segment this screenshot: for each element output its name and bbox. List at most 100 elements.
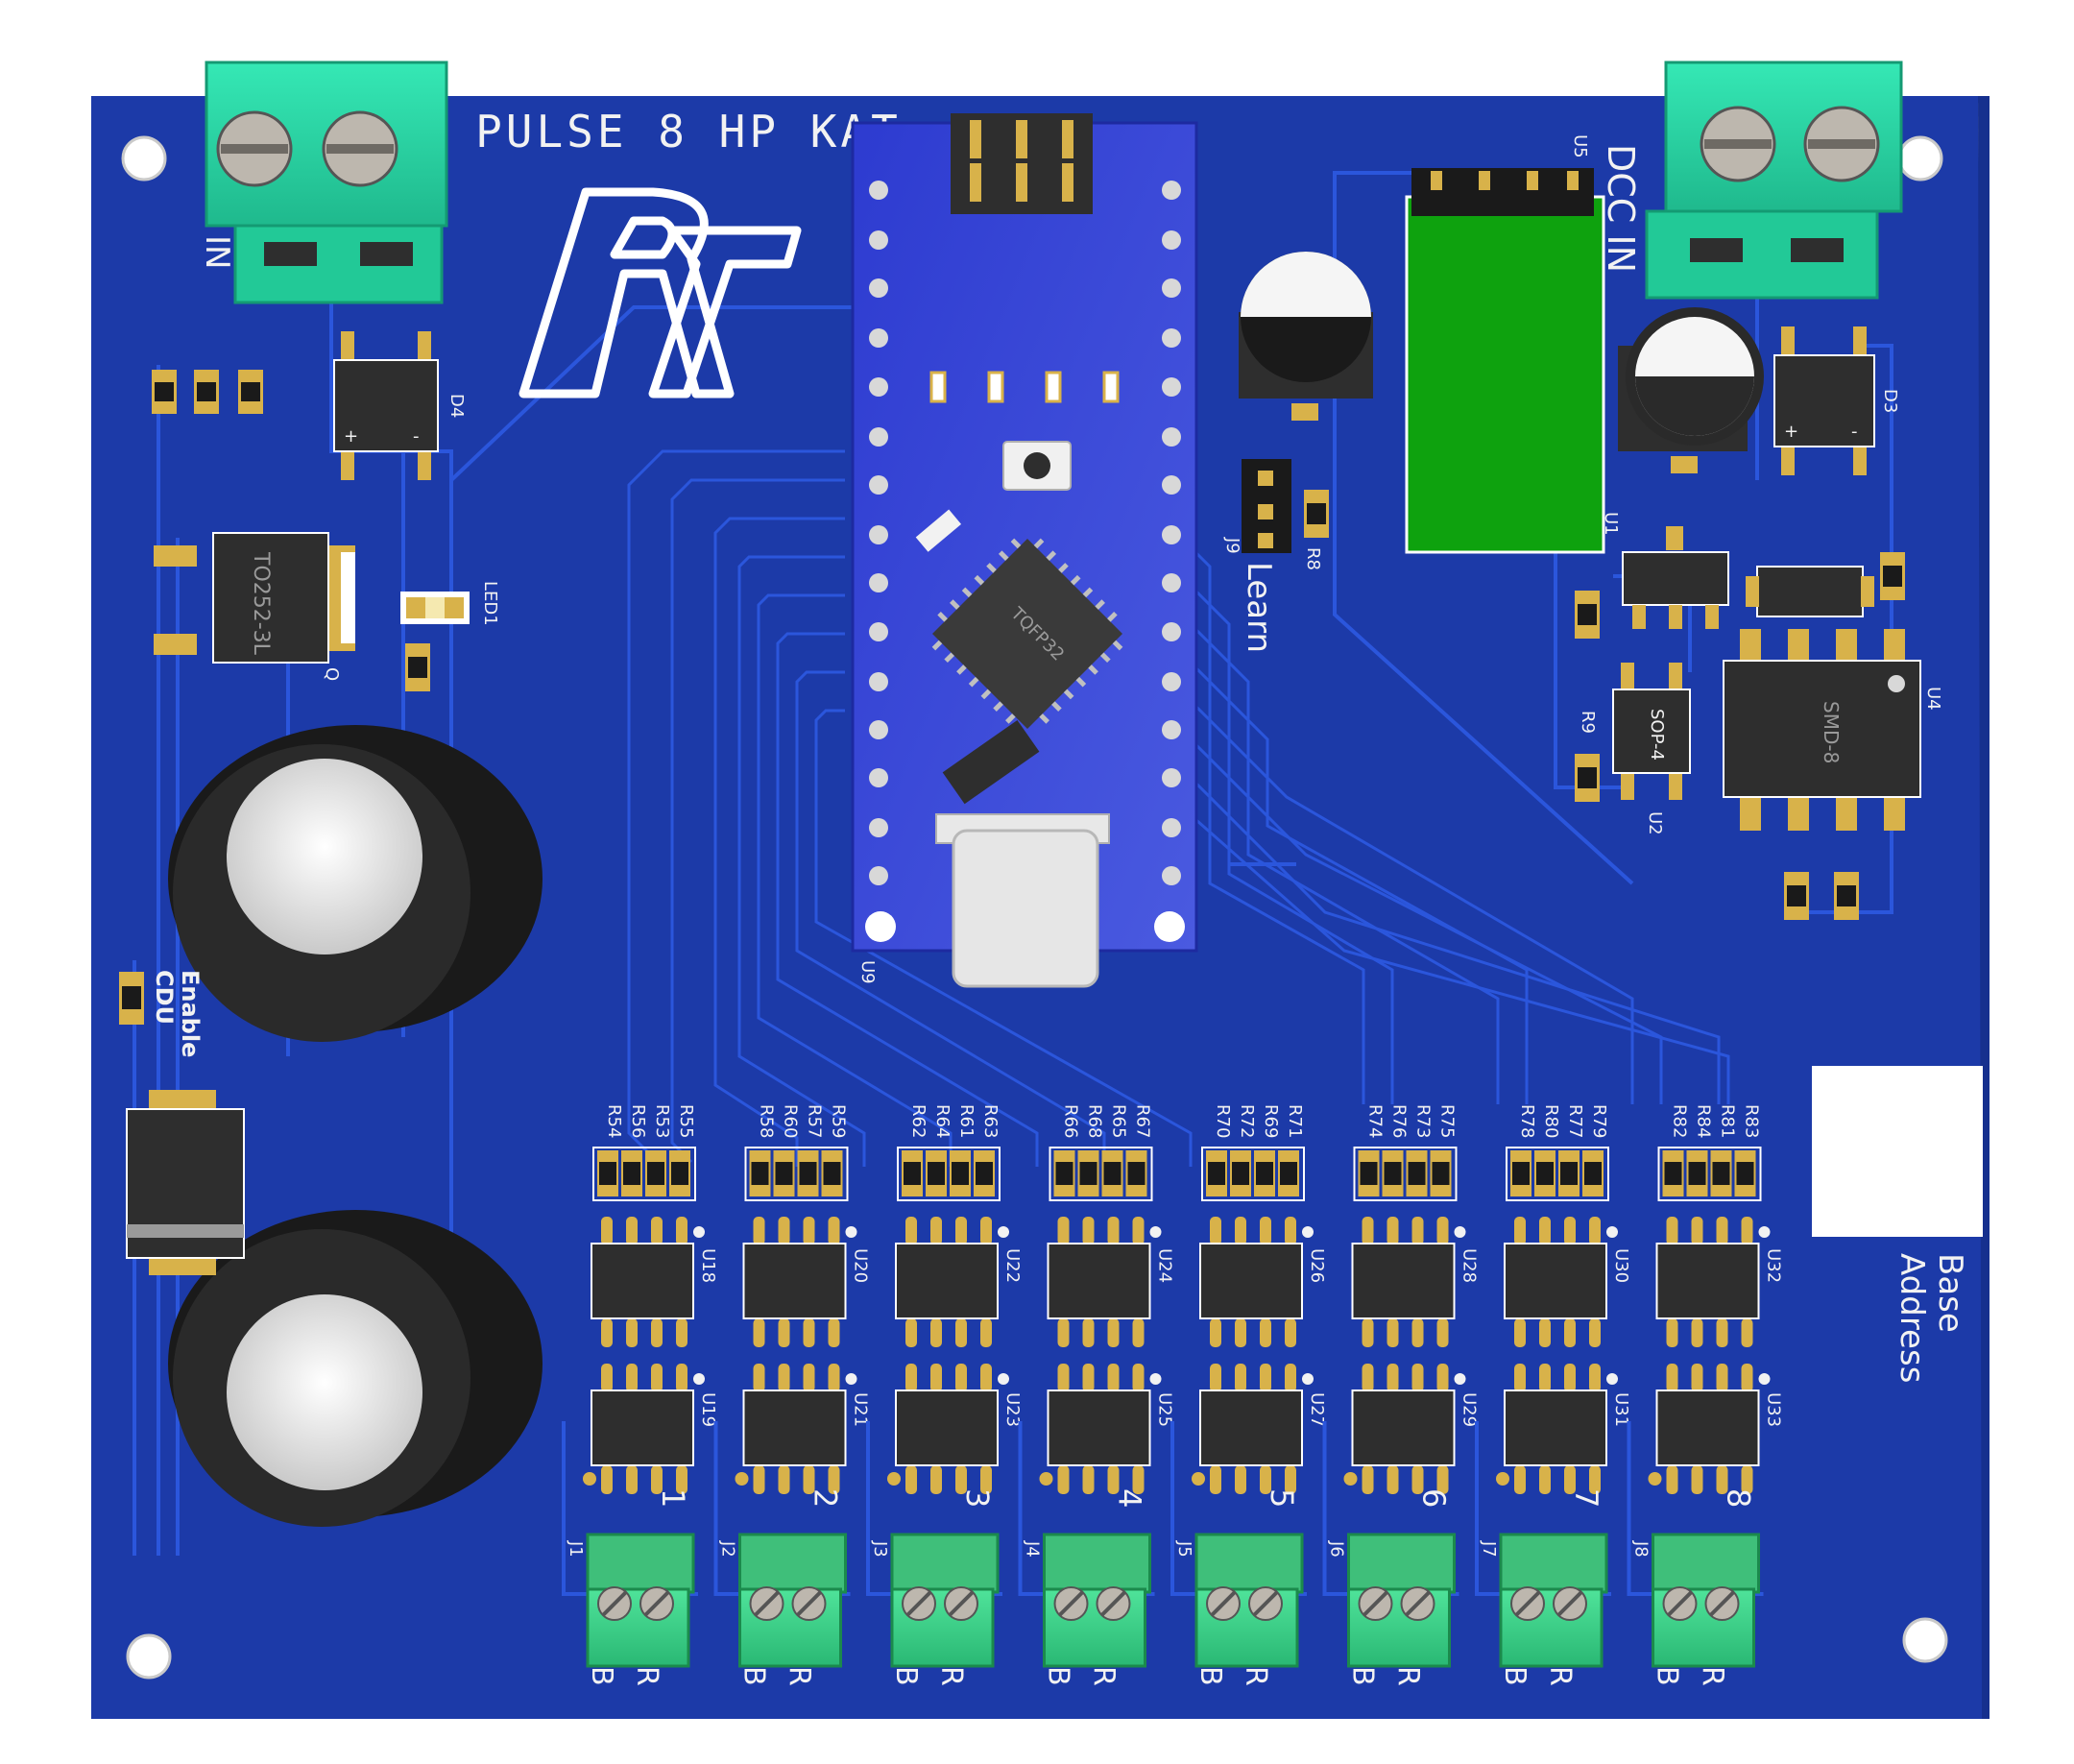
usb-c-port[interactable] [952, 829, 1099, 988]
terminal-pin-r: R [1087, 1666, 1121, 1686]
output-channel [866, 1147, 1002, 1668]
output-number: 3 [959, 1488, 996, 1508]
led1 [400, 592, 470, 624]
resistor-designator: R71 [1285, 1104, 1305, 1138]
resistor-designator: R58 [757, 1104, 777, 1138]
ic-upper [1504, 1217, 1618, 1347]
terminal-pin-r: R [1391, 1666, 1425, 1686]
base-address-pad [1812, 1066, 1983, 1237]
capacitor-small-2 [1618, 307, 1764, 473]
module-u5 [1405, 168, 1605, 554]
ic-designator: U23 [1002, 1392, 1023, 1427]
resistor-designator: R82 [1670, 1104, 1690, 1138]
enable-label: Enable [177, 970, 204, 1057]
rt-logo [518, 187, 802, 399]
d3-designator: D3 [1880, 389, 1900, 413]
terminal-pin-b: B [737, 1666, 771, 1686]
j9-designator: J9 [1222, 537, 1242, 554]
u4-designator: U4 [1923, 687, 1943, 711]
ic-lower [591, 1364, 705, 1494]
output-terminal-block [1347, 1533, 1456, 1668]
output-terminal-block [738, 1533, 847, 1668]
learn-jumper-j9[interactable] [1242, 459, 1291, 553]
ic-lower [1351, 1364, 1466, 1494]
terminal-designator: J3 [870, 1540, 890, 1558]
resistor-designator: R78 [1517, 1104, 1537, 1138]
svg-text:+: + [1784, 422, 1798, 442]
svg-text:-: - [1851, 422, 1858, 442]
capacitor-large-1 [168, 725, 543, 1042]
output-terminal-block [1043, 1533, 1151, 1668]
ic-designator: U30 [1611, 1248, 1631, 1283]
d4-designator: D4 [446, 394, 467, 418]
terminal-pin-r: R [1543, 1666, 1577, 1686]
capacitor-large-2 [168, 1210, 543, 1527]
ic-designator: U33 [1764, 1392, 1784, 1427]
terminal-pin-b: B [1498, 1666, 1531, 1686]
smd-resistors-top-left [152, 370, 263, 414]
resistor-designator: R63 [980, 1104, 1001, 1138]
power-in-terminal [205, 60, 448, 304]
bridge-rectifier-d4: + - [333, 331, 439, 480]
ic-designator: U20 [851, 1248, 871, 1283]
output-number: 4 [1112, 1488, 1148, 1508]
terminal-designator: J4 [1023, 1540, 1043, 1558]
terminal-pin-b: B [1651, 1666, 1684, 1686]
ic-upper [591, 1217, 705, 1347]
r9-designator: R9 [1578, 711, 1598, 734]
ic-upper [1351, 1217, 1466, 1347]
output-channel [713, 1147, 851, 1668]
terminal-designator: J2 [718, 1540, 738, 1558]
ic-designator: U19 [698, 1392, 718, 1427]
resistor-designator: R61 [956, 1104, 977, 1138]
terminal-pin-b: B [1194, 1666, 1227, 1686]
terminal-pin-r: R [783, 1666, 816, 1686]
resistor-designator: R65 [1109, 1104, 1129, 1138]
resistor-designator: R57 [805, 1104, 825, 1138]
board-title: RT PULSE 8 HP KAT [384, 106, 902, 157]
output-terminal-block [1194, 1533, 1304, 1668]
output-number: 7 [1568, 1488, 1604, 1508]
ic-designator: U18 [698, 1248, 718, 1283]
resistor-designator: R55 [676, 1104, 696, 1138]
cdu-label: CDU [151, 970, 178, 1025]
ic-lower [1504, 1364, 1618, 1494]
output-number: 8 [1721, 1488, 1757, 1508]
output-number: 2 [808, 1488, 844, 1508]
terminal-pin-r: R [1239, 1666, 1272, 1686]
ic-designator: U24 [1155, 1248, 1175, 1283]
resistor-designator: R84 [1694, 1104, 1714, 1138]
ic-upper [895, 1217, 1009, 1347]
resistor-designator: R79 [1589, 1104, 1609, 1138]
resistor-designator: R69 [1261, 1104, 1281, 1138]
resistor-designator: R59 [829, 1104, 849, 1138]
ic-designator: U32 [1764, 1248, 1784, 1283]
output-number: 1 [655, 1488, 691, 1508]
output-channel [1627, 1147, 1764, 1668]
u4-package: SMD-8 [1820, 701, 1843, 763]
terminal-designator: J1 [566, 1540, 586, 1558]
optocoupler-u2 [1612, 663, 1691, 800]
resistor-designator: R75 [1437, 1104, 1458, 1138]
led1-designator: LED1 [480, 581, 500, 626]
resistor-designator: R64 [932, 1104, 953, 1138]
u1-designator: U1 [1601, 512, 1621, 536]
sot89-u1 [1622, 526, 1729, 629]
capacitor-small-1 [1239, 252, 1373, 421]
resistor-designator: R80 [1541, 1104, 1561, 1138]
output-number: 5 [1264, 1488, 1300, 1508]
power-in-label: IN [198, 235, 236, 269]
ic-designator: U21 [851, 1392, 871, 1427]
output-terminal-block [1652, 1533, 1760, 1668]
resistor-designator: R54 [604, 1104, 624, 1138]
terminal-pin-r: R [630, 1666, 663, 1686]
ic-lower [1047, 1364, 1162, 1494]
resistor-designator: R72 [1237, 1104, 1257, 1138]
ic-designator: U31 [1611, 1392, 1631, 1427]
output-terminal-block [586, 1533, 695, 1668]
regulator-to252 [154, 532, 355, 664]
output-channel [1170, 1147, 1307, 1668]
dcc-in-label: DCC IN [1600, 144, 1642, 273]
